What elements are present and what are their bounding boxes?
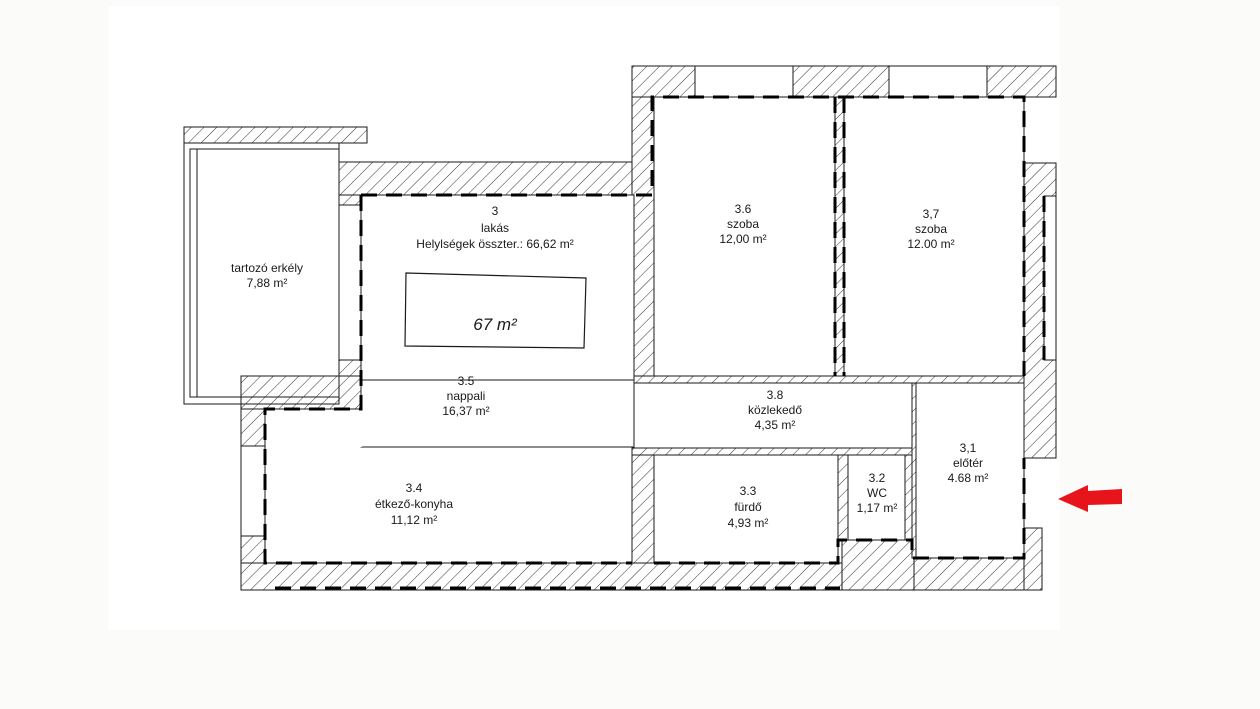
r36-area: 12,00 m² xyxy=(719,232,766,246)
wall-corridor-bottom xyxy=(631,447,915,456)
red-arrow-left-icon xyxy=(1058,485,1122,512)
r33-area: 4,93 m² xyxy=(728,516,769,530)
r32-number: 3.2 xyxy=(869,471,886,485)
r31-name: előtér xyxy=(953,456,983,470)
apartment-box-area: 67 m² xyxy=(473,315,518,334)
r34-number: 3.4 xyxy=(406,481,423,495)
balcony-parapet-top xyxy=(183,126,368,144)
apartment-area-box xyxy=(404,272,587,349)
balcony-area: 7,88 m² xyxy=(247,276,288,290)
window-right-bedroom xyxy=(1043,195,1057,361)
r36-name: szoba xyxy=(727,217,759,231)
wall-bath-left xyxy=(631,447,655,564)
r37-name: szoba xyxy=(915,222,947,236)
wall-left-bedroom xyxy=(631,96,655,381)
room-corridor xyxy=(633,382,913,449)
boundary-living xyxy=(361,95,1026,376)
r35-number: 3.5 xyxy=(458,374,475,388)
wall-right-lower xyxy=(1023,527,1043,591)
balcony xyxy=(183,142,340,405)
r36-number: 3.6 xyxy=(735,202,752,216)
r34-area: 11,12 m² xyxy=(391,513,437,527)
balcony-railing xyxy=(189,148,340,398)
r38-number: 3.8 xyxy=(767,388,784,402)
r35-name: nappali xyxy=(447,389,486,403)
labels: tartozó erkély 7,88 m² 3 lakás Helylsége… xyxy=(231,202,988,530)
room-bedroom-37 xyxy=(843,96,1025,377)
r38-name: közlekedő xyxy=(748,403,802,417)
window-kitchen-left xyxy=(240,445,266,537)
r31-number: 3,1 xyxy=(960,441,977,455)
boundary-bottom xyxy=(654,458,1026,565)
wall-corridor-top xyxy=(631,375,1025,384)
wall-bottom-entry xyxy=(913,557,1025,591)
room-entry-hall xyxy=(915,382,1025,559)
window-bedroom-1 xyxy=(694,65,794,98)
apartment-number: 3 xyxy=(492,204,499,218)
r35-area: 16,37 m² xyxy=(442,404,489,418)
boundary-bedroom-divider xyxy=(833,97,846,376)
r31-area: 4.68 m² xyxy=(948,471,989,485)
room-wc xyxy=(847,454,906,541)
r38-area: 4,35 m² xyxy=(755,418,796,432)
r32-name: WC xyxy=(867,486,887,500)
entrance-arrow xyxy=(1058,485,1122,512)
wall-bottom-right xyxy=(841,539,915,591)
wall-top-left xyxy=(338,161,653,196)
room-living-overlay xyxy=(360,379,635,448)
r32-area: 1,17 m² xyxy=(857,501,898,515)
wall-bottom xyxy=(240,562,843,591)
room-bedroom-36 xyxy=(653,96,836,377)
boundary-dashes xyxy=(263,95,1046,590)
r33-name: fürdő xyxy=(734,500,762,514)
boundary-left xyxy=(263,195,632,565)
windows xyxy=(240,65,1057,537)
room-bathroom xyxy=(653,454,839,564)
r37-number: 3,7 xyxy=(923,207,940,221)
window-bedroom-2 xyxy=(888,65,988,98)
r33-number: 3.3 xyxy=(740,484,757,498)
window-left-living xyxy=(338,204,362,361)
apartment-name: lakás xyxy=(481,221,509,235)
wall-bath-wc xyxy=(837,454,849,541)
wall-corridor-hall xyxy=(911,382,917,559)
r34-name: étkező-konyha xyxy=(375,497,453,511)
balcony-name: tartozó erkély xyxy=(231,261,303,275)
apartment-total: Helylségek összter.: 66,62 m² xyxy=(416,237,573,251)
r37-area: 12.00 m² xyxy=(907,237,954,251)
